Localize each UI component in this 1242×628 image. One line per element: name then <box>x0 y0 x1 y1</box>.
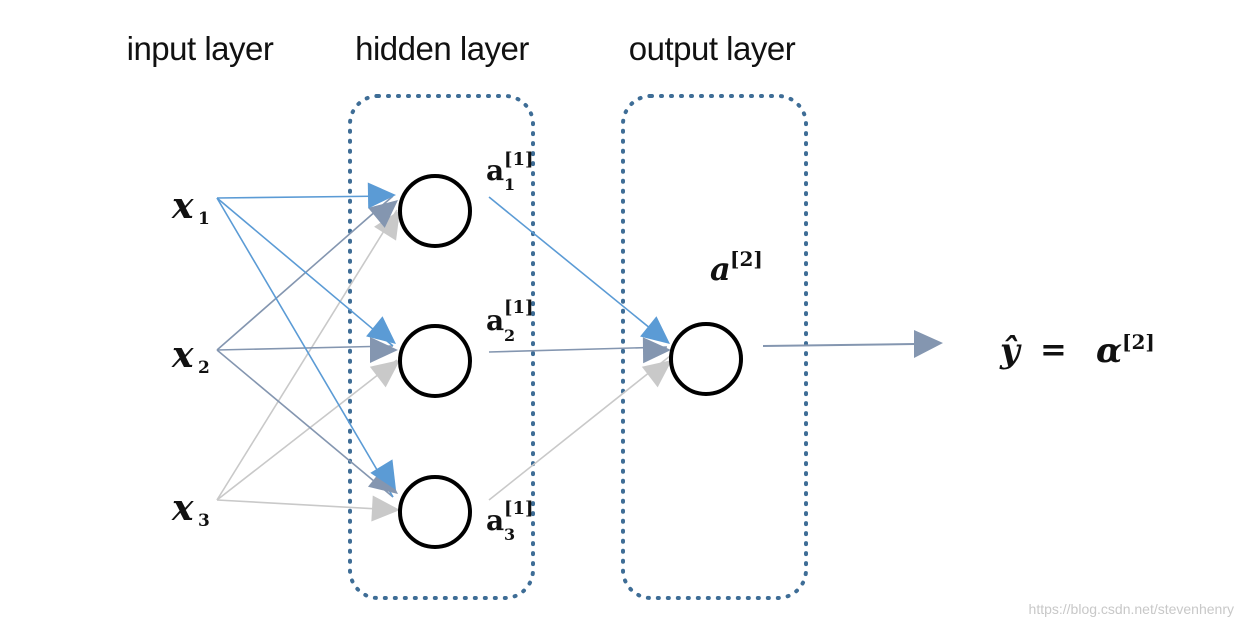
arrowhead-gray-out <box>641 360 672 388</box>
svg-text:a: a <box>710 250 731 288</box>
arrowhead-gray-h1 <box>374 210 400 241</box>
hidden-neuron-2 <box>398 324 472 398</box>
svg-text:2: 2 <box>198 358 210 378</box>
svg-text:1: 1 <box>504 175 515 194</box>
edge-x1-h1 <box>216 195 394 199</box>
svg-text:3: 3 <box>504 525 515 544</box>
output-activation-label: a [2] <box>710 247 763 288</box>
svg-text:3: 3 <box>198 511 210 531</box>
hidden-neuron-1 <box>398 174 472 248</box>
input-label-1: x 1 <box>171 185 210 229</box>
svg-text:[1]: [1] <box>504 149 534 170</box>
arrowhead-gray-h2 <box>369 360 400 388</box>
edge-x1-h3 <box>216 197 394 498</box>
result-equation: ŷ = α [2] <box>999 330 1155 371</box>
edge-x3-h2 <box>216 359 398 501</box>
svg-text:a: a <box>486 504 504 537</box>
arrowhead-slate-h1 <box>368 200 398 228</box>
watermark: https://blog.csdn.net/stevenhenry <box>1029 601 1234 617</box>
svg-text:a: a <box>486 304 504 337</box>
arrowhead-gray-h3 <box>371 495 400 522</box>
svg-text:2: 2 <box>504 326 515 345</box>
arrowhead-blue-h1 <box>367 182 396 209</box>
input-layer-title: input layer <box>127 30 274 67</box>
svg-text:[2]: [2] <box>1122 330 1155 354</box>
arrowhead-blue-h3 <box>370 459 396 490</box>
output-layer-title: output layer <box>629 30 796 67</box>
input-label-2: x 2 <box>171 334 210 378</box>
svg-text:x: x <box>171 487 194 529</box>
output-neuron <box>669 322 743 396</box>
edge-h3-out <box>488 355 671 501</box>
output-arrow-line <box>762 343 916 347</box>
svg-text:a: a <box>486 154 504 187</box>
hidden-activation-label-2: a [1] 2 <box>486 297 534 345</box>
svg-text:[2]: [2] <box>730 247 763 271</box>
arrowhead-blue-h2 <box>366 316 396 344</box>
svg-text:α: α <box>1096 331 1122 371</box>
edge-h1-out <box>488 196 668 343</box>
hidden-activation-label-3: a [1] 3 <box>486 498 534 544</box>
arrowhead-slate-out <box>642 337 671 364</box>
hidden-neuron-3 <box>398 475 472 549</box>
arrowheads <box>366 182 672 522</box>
arrowhead-slate-h2 <box>370 337 398 363</box>
hidden-activation-label-1: a [1] 1 <box>486 149 534 194</box>
svg-text:[1]: [1] <box>504 297 534 318</box>
output-arrow-head <box>914 330 943 358</box>
svg-text:x: x <box>171 334 194 376</box>
edge-x2-h3 <box>216 349 394 498</box>
input-label-3: x 3 <box>171 487 210 531</box>
svg-text:1: 1 <box>198 209 210 229</box>
svg-text:ŷ: ŷ <box>999 331 1022 371</box>
connections <box>216 195 671 511</box>
svg-text:x: x <box>171 185 194 227</box>
edge-x3-h3 <box>216 499 398 511</box>
svg-text:=: = <box>1040 330 1067 368</box>
hidden-layer-title: hidden layer <box>355 30 529 67</box>
edge-h2-out <box>488 346 668 353</box>
edge-x3-h1 <box>216 209 398 501</box>
svg-text:[1]: [1] <box>504 498 534 519</box>
edge-x1-h2 <box>216 197 394 347</box>
arrowhead-blue-out <box>640 316 670 344</box>
